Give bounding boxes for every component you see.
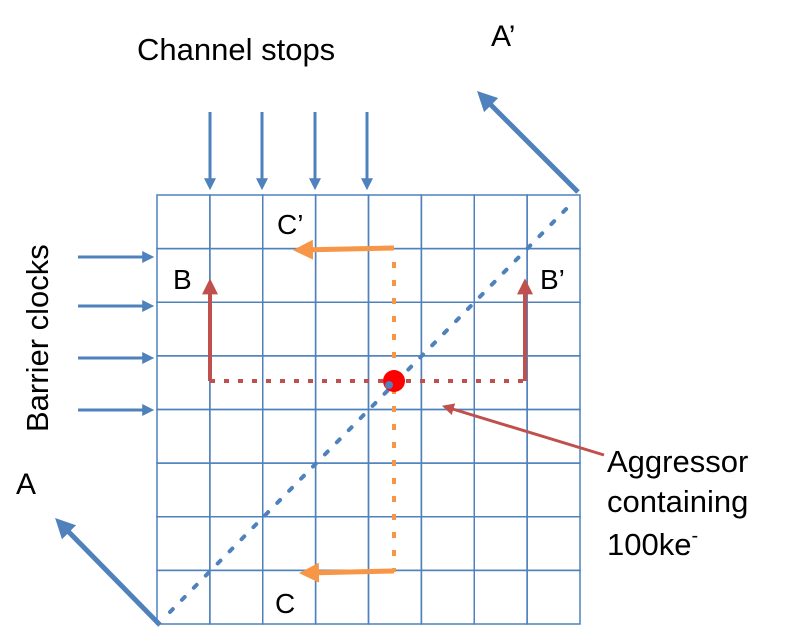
pixel-cell [314, 247, 370, 303]
b-label: B [173, 264, 192, 295]
pixel-cell [473, 569, 528, 625]
diagonal-dotted-line [168, 198, 577, 614]
pixel-cell [526, 355, 581, 411]
pixel-cell [473, 194, 528, 250]
a-prime-label: A’ [491, 20, 515, 53]
pixel-cell [156, 301, 211, 357]
pixel-cell [156, 408, 211, 464]
pixel-cell [314, 462, 370, 518]
pixel-cell [262, 408, 317, 464]
pixel-cell [367, 462, 423, 518]
pixel-cell [473, 516, 528, 572]
pixel-cell [156, 194, 211, 250]
b-prime-label: B’ [540, 264, 565, 295]
aggressor-charge-superscript: - [691, 525, 698, 547]
c-prime-label: C’ [277, 209, 303, 240]
a-arrow [55, 518, 162, 627]
pixel-cell [526, 462, 581, 518]
aggressor-charge-text: 100ke [607, 527, 691, 562]
pixel-cell [526, 301, 581, 357]
pixel-cell [262, 247, 317, 303]
aggressor-label-line3: 100ke- [607, 525, 698, 562]
c-prime-arrow [293, 239, 395, 260]
a-prime-arrow [477, 91, 580, 194]
pixel-cell [156, 516, 211, 572]
aggressor-dot [383, 370, 405, 392]
pixel-cell [367, 247, 423, 303]
pixel-cell [314, 569, 370, 625]
pixel-cell [367, 301, 423, 357]
pixel-cell [209, 569, 264, 625]
pixel-cell [314, 516, 370, 572]
pixel-cell [420, 194, 475, 250]
c-arrow [299, 562, 395, 583]
pixel-cell [314, 301, 370, 357]
pixel-cell [526, 569, 581, 625]
pixel-cell [156, 355, 211, 411]
aggressor-label-line1: Aggressor [607, 444, 748, 479]
pixel-cell [367, 569, 423, 625]
aggressor-dot-highlight [385, 381, 393, 389]
pixel-cell [209, 194, 264, 250]
pixel-cell [209, 462, 264, 518]
pixel-cell [209, 408, 264, 464]
channel-stops-label: Channel stops [137, 32, 335, 67]
channel-stop-arrows [204, 112, 373, 191]
pixel-cell [420, 408, 475, 464]
pixel-cell [314, 194, 370, 250]
pixel-cell [262, 516, 317, 572]
pixel-cell [420, 569, 475, 625]
pixel-cell [420, 247, 475, 303]
pixel-cell [473, 301, 528, 357]
a-label: A [16, 468, 36, 501]
pixel-cell [420, 462, 475, 518]
pixel-cell [526, 516, 581, 572]
pixel-cell [367, 194, 423, 250]
aggressor-label-line2: containing [607, 484, 748, 519]
barrier-clock-arrows [78, 251, 155, 416]
pixel-cell [209, 301, 264, 357]
pixel-cell [367, 408, 423, 464]
aggressor-pointer-arrow [441, 403, 605, 457]
pixel-cell [367, 516, 423, 572]
pixel-cell [526, 408, 581, 464]
pixel-cell [262, 301, 317, 357]
pixel-cell [420, 516, 475, 572]
barrier-clocks-label: Barrier clocks [20, 244, 55, 432]
pixel-cell [473, 462, 528, 518]
pixel-cell [209, 247, 264, 303]
pixel-cell [156, 462, 211, 518]
c-label: C [275, 588, 295, 619]
